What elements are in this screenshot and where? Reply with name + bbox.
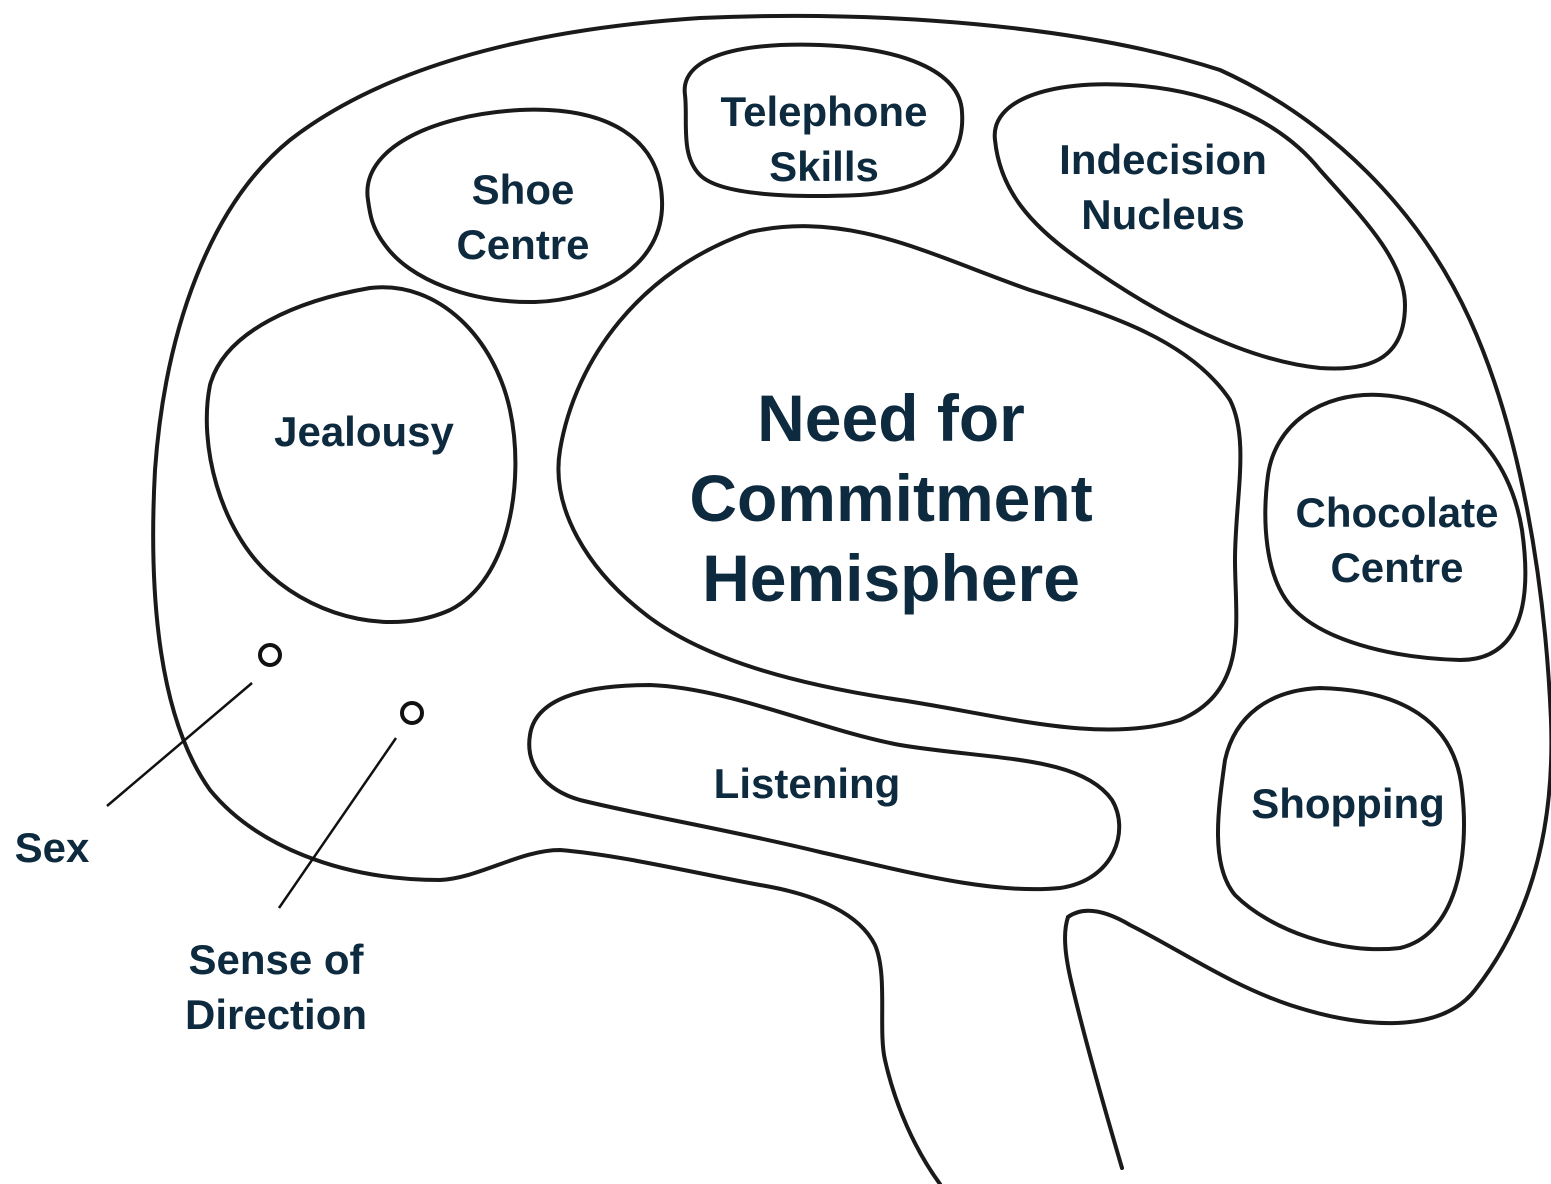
chocolate-centre-label: Chocolate Centre (1295, 485, 1498, 595)
shoe-centre-region (365, 107, 665, 305)
brain-stem-edge (1063, 915, 1124, 1170)
jealousy-label: Jealousy (274, 404, 454, 459)
shopping-label: Shopping (1251, 776, 1445, 831)
label-line: Commitment (689, 461, 1093, 535)
telephone-skills-label: Telephone Skills (721, 84, 928, 194)
label-line: Telephone (720, 88, 928, 135)
label-line: Direction (184, 991, 368, 1038)
commitment-hemisphere-label: Need for Commitment Hemisphere (689, 378, 1092, 618)
label-line: Skills (769, 143, 879, 190)
sex-pointer-line (106, 682, 253, 807)
chocolate-centre-region (1263, 392, 1528, 662)
direction-callout-label: Sense of Direction (185, 932, 367, 1042)
listening-region (527, 683, 1122, 892)
label-line: Sex (14, 824, 90, 871)
label-line: Chocolate (1295, 489, 1499, 536)
commitment-hemisphere-region (556, 224, 1243, 732)
indecision-nucleus-region (992, 82, 1407, 371)
sex-region-dot (258, 643, 282, 667)
direction-pointer-line (277, 737, 398, 909)
direction-region-dot (400, 701, 424, 725)
listening-label: Listening (714, 756, 901, 811)
sex-callout-label: Sex (15, 820, 90, 875)
label-line: Hemisphere (702, 541, 1080, 615)
label-line: Need for (757, 381, 1025, 455)
label-line: Nucleus (1081, 191, 1245, 238)
label-line: Indecision (1059, 136, 1267, 183)
label-line: Listening (713, 760, 901, 807)
brain-outline (151, 13, 1551, 1184)
label-line: Jealousy (274, 408, 454, 455)
label-line: Centre (456, 221, 590, 268)
telephone-skills-region (682, 42, 965, 198)
jealousy-region (204, 285, 518, 625)
shoe-centre-label: Shoe Centre (456, 162, 589, 272)
label-line: Shopping (1251, 780, 1445, 827)
label-line: Centre (1330, 544, 1464, 591)
label-line: Sense of (188, 936, 364, 983)
label-line: Shoe (471, 166, 575, 213)
indecision-nucleus-label: Indecision Nucleus (1059, 132, 1267, 242)
shopping-region (1216, 686, 1466, 952)
